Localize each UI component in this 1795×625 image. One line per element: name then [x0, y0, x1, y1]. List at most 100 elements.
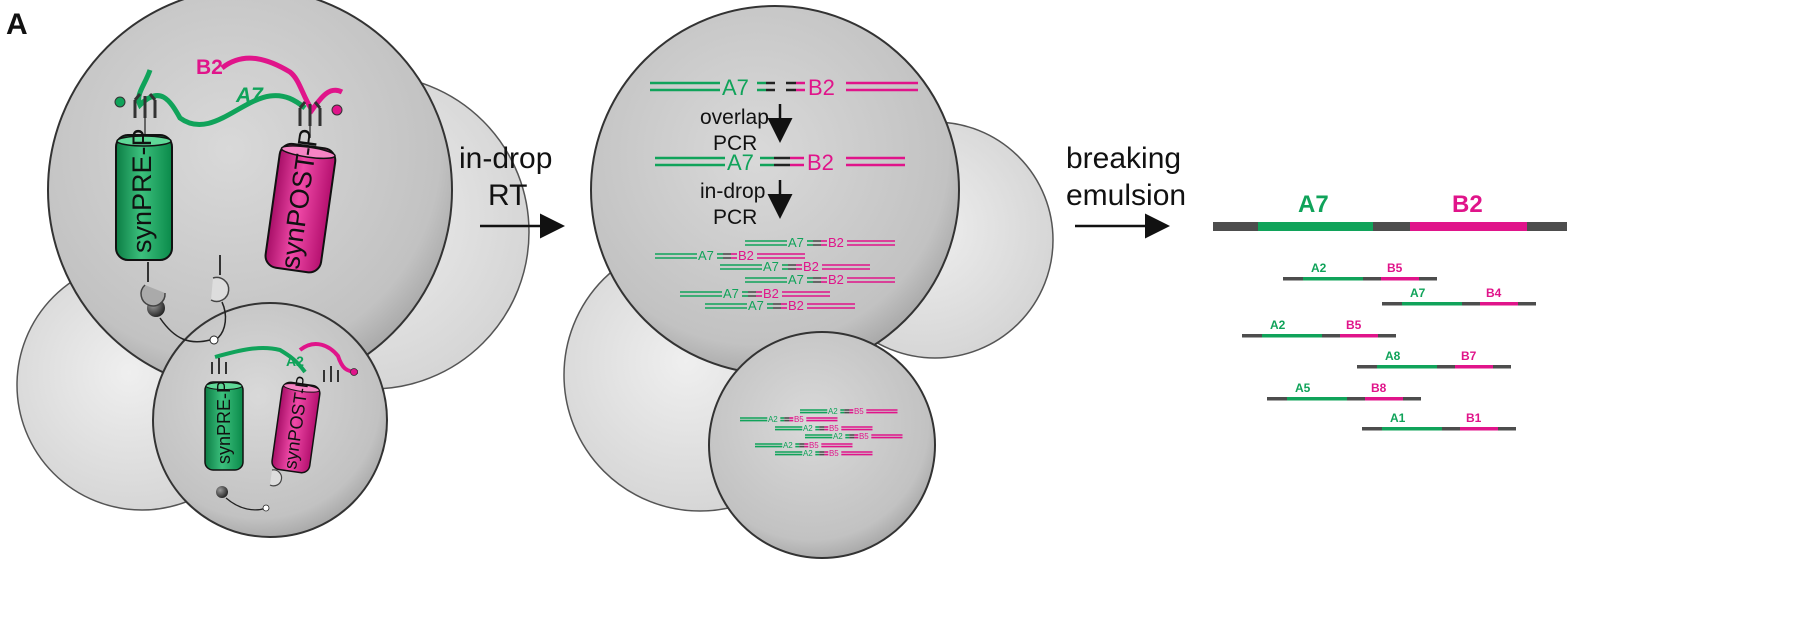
- small-a-antibody-icon: [211, 358, 227, 374]
- small-bead-icon: [216, 486, 228, 498]
- small-copy-3-b-label: B5: [829, 424, 839, 433]
- pair-b-label: B4: [1486, 286, 1502, 300]
- small-a-barcode-label: A2: [286, 353, 304, 369]
- small-copy-2-a-label: A2: [768, 415, 778, 424]
- pair-a-label: A2: [1270, 318, 1286, 332]
- pair-linker: [1498, 427, 1516, 431]
- pair-linker: [1362, 427, 1382, 431]
- amplified-copy-1-b-label: B2: [828, 235, 844, 250]
- pair-linker: [1378, 334, 1396, 338]
- overlap-label-1: overlap: [700, 106, 769, 129]
- a-barcode-strand: [136, 69, 307, 127]
- top-b-label: B2: [808, 75, 835, 100]
- small-pre-cylinder-label: synPRE-P: [214, 381, 234, 464]
- pair-b-segment: [1381, 277, 1419, 281]
- step2-large-droplet: [590, 5, 960, 375]
- amplified-copy-2: A7 B2: [655, 248, 805, 263]
- pair-b-segment: [1340, 334, 1378, 338]
- amplified-copy-3-b-label: B2: [803, 259, 819, 274]
- main-linker-right: [1527, 222, 1567, 231]
- small-copy-6-b-label: B5: [829, 449, 839, 458]
- top-a-label: A7: [722, 75, 749, 100]
- small-b-antibody-icon: [323, 366, 339, 382]
- magenta-tag-icon: [331, 104, 343, 116]
- small-copy-5-a-label: A2: [783, 441, 793, 450]
- pair-linker: [1347, 397, 1365, 401]
- amplified-copy-6: A7 B2: [705, 298, 855, 313]
- small-droplet: [152, 302, 388, 538]
- b-antibody-icon: [298, 101, 322, 126]
- arrow1-line2: RT: [488, 179, 527, 212]
- arrow-breaking-emulsion: breaking emulsion: [1066, 142, 1186, 239]
- arrow2-line2: emulsion: [1066, 179, 1186, 212]
- main-a-label: A7: [1298, 191, 1329, 218]
- amplified-copy-1-a-label: A7: [788, 235, 804, 250]
- amplified-copy-4-b-label: B2: [828, 272, 844, 287]
- indrop-pcr-label-2: PCR: [713, 206, 757, 229]
- tether-knot-icon: [209, 335, 219, 345]
- large-droplet-complex: A7 B2 synPRE-P synPOST-P: [114, 55, 344, 345]
- post-cylinder: synPOST-P: [264, 127, 337, 274]
- post-hook-icon: [210, 276, 230, 303]
- pair-b-label: B5: [1387, 261, 1403, 275]
- amplified-copy-2-a-label: A7: [698, 248, 714, 263]
- pair-linker: [1363, 277, 1381, 281]
- pair-linker: [1442, 427, 1460, 431]
- fused-b-label: B2: [807, 150, 834, 175]
- pair-b-segment: [1480, 302, 1518, 306]
- pair-linker: [1267, 397, 1287, 401]
- pair-linker: [1437, 365, 1455, 369]
- small-magenta-tag-icon: [350, 368, 358, 376]
- amplified-copy-2-b-label: B2: [738, 248, 754, 263]
- pair-linker: [1382, 302, 1402, 306]
- pair-a-label: A5: [1295, 381, 1311, 395]
- pair-linker: [1462, 302, 1480, 306]
- pair-linker: [1419, 277, 1437, 281]
- pair-a-segment: [1402, 302, 1462, 306]
- pair-linker: [1322, 334, 1340, 338]
- main-linker-mid: [1373, 222, 1410, 231]
- pair-a-segment: [1377, 365, 1437, 369]
- small-copy-5-b-label: B5: [809, 441, 819, 450]
- pair-a-segment: [1382, 427, 1442, 431]
- pair-b-segment: [1365, 397, 1403, 401]
- small-post-cylinder: synPOST-P: [271, 375, 321, 474]
- small-b-strand: [298, 341, 359, 374]
- pre-cylinder-label: synPRE-P: [127, 128, 157, 253]
- amplified-copy-6-b-label: B2: [788, 298, 804, 313]
- arrow-in-drop-rt: in-drop RT: [459, 142, 565, 239]
- tether-line: [159, 317, 211, 343]
- pair-a-segment: [1262, 334, 1322, 338]
- small-copy-4-a-label: A2: [833, 432, 843, 441]
- pair-a-label: A2: [1311, 261, 1327, 275]
- pair-linker: [1357, 365, 1377, 369]
- small-hook-icon: [269, 469, 283, 487]
- small-copy-6-a-label: A2: [803, 449, 813, 458]
- tether-line-2: [217, 301, 227, 339]
- step2-droplets: A7 B2 overlap PCR A7 B2 in-drop PCR: [563, 5, 1054, 559]
- pair-a-segment: [1303, 277, 1363, 281]
- overlap-label-2: PCR: [713, 132, 757, 155]
- pair-b-label: B1: [1466, 411, 1482, 425]
- fused-a-label: A7: [727, 150, 754, 175]
- pair-a-segment: [1287, 397, 1347, 401]
- small-copy-6: A2 B5: [775, 449, 873, 458]
- step2-small-droplet: [708, 331, 936, 559]
- amplified-copy-6-a-label: A7: [748, 298, 764, 313]
- small-pre-cylinder: synPRE-P: [204, 381, 244, 471]
- pair-a-label: A8: [1385, 349, 1401, 363]
- pre-hook-icon: [140, 284, 166, 307]
- fused-strand: A7 B2: [655, 150, 905, 175]
